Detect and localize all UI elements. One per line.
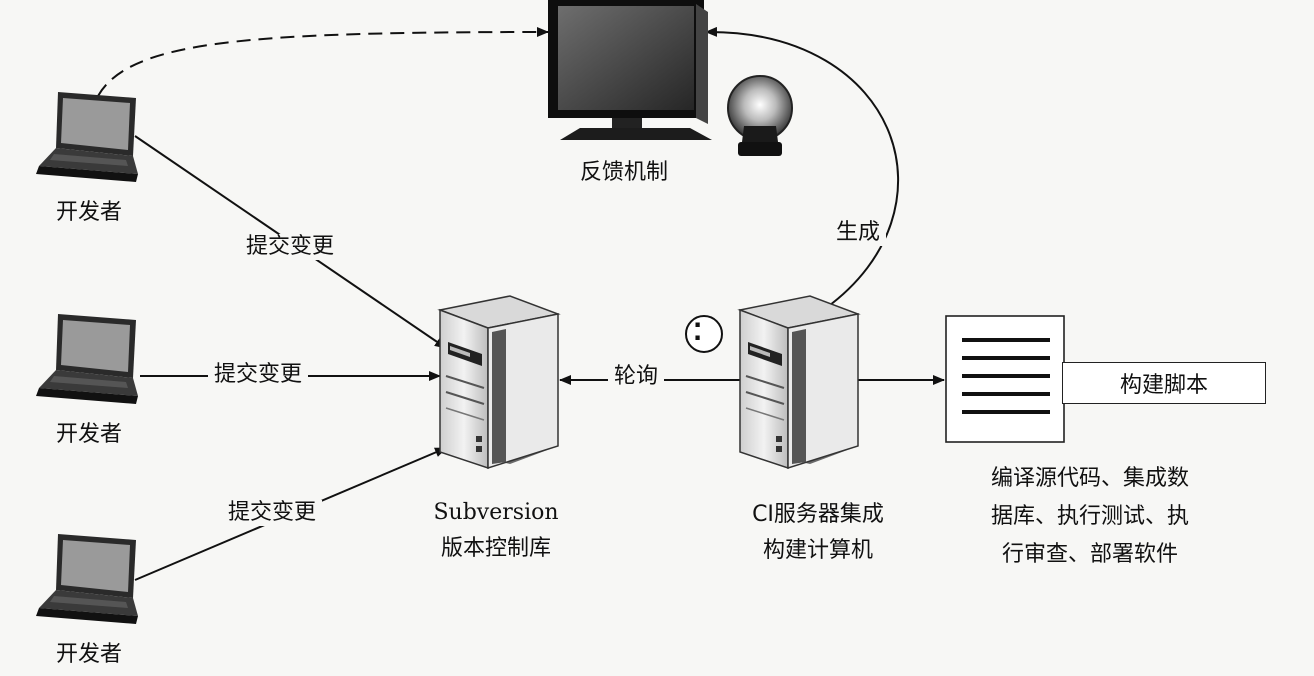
subversion-server-icon xyxy=(439,295,559,469)
developer-label-2: 开发者 xyxy=(56,422,123,447)
ci-server-name: CI服务器集成 xyxy=(752,502,884,527)
build-script-box: 构建脚本 xyxy=(1062,362,1266,404)
feedback-label: 反馈机制 xyxy=(580,160,669,185)
developer-label-3: 开发者 xyxy=(56,642,123,667)
ci-server-caption: 构建计算机 xyxy=(762,538,874,563)
repository-name: Subversion xyxy=(433,500,559,525)
build-script-label: 构建脚本 xyxy=(1119,373,1208,398)
laptop-icon xyxy=(36,92,138,182)
document-icon xyxy=(945,315,1065,443)
generate-label: 生成 xyxy=(830,220,887,247)
developer-label-1: 开发者 xyxy=(56,200,123,225)
generate-arrow xyxy=(705,26,900,309)
build-tasks-line-1: 编译源代码、集成数 xyxy=(990,466,1190,491)
poll-label: 轮询 xyxy=(608,364,665,391)
timer-symbol: ⁚ xyxy=(693,318,703,346)
timer-icon xyxy=(685,315,723,353)
commit-label-3: 提交变更 xyxy=(222,500,323,527)
repository-caption: 版本控制库 xyxy=(440,536,552,561)
feedback-dashed-arrow xyxy=(97,27,549,97)
beacon-lamp-icon xyxy=(727,75,793,156)
monitor-icon xyxy=(548,0,712,140)
ci-server-icon xyxy=(739,295,859,469)
build-tasks-line-2: 据库、执行测试、执 xyxy=(990,504,1190,529)
build-tasks-line-3: 行审查、部署软件 xyxy=(1001,542,1179,567)
commit-label-2: 提交变更 xyxy=(208,362,309,389)
commit-label-1: 提交变更 xyxy=(240,234,341,261)
laptop-icon xyxy=(36,314,138,404)
laptop-icon xyxy=(36,534,138,624)
